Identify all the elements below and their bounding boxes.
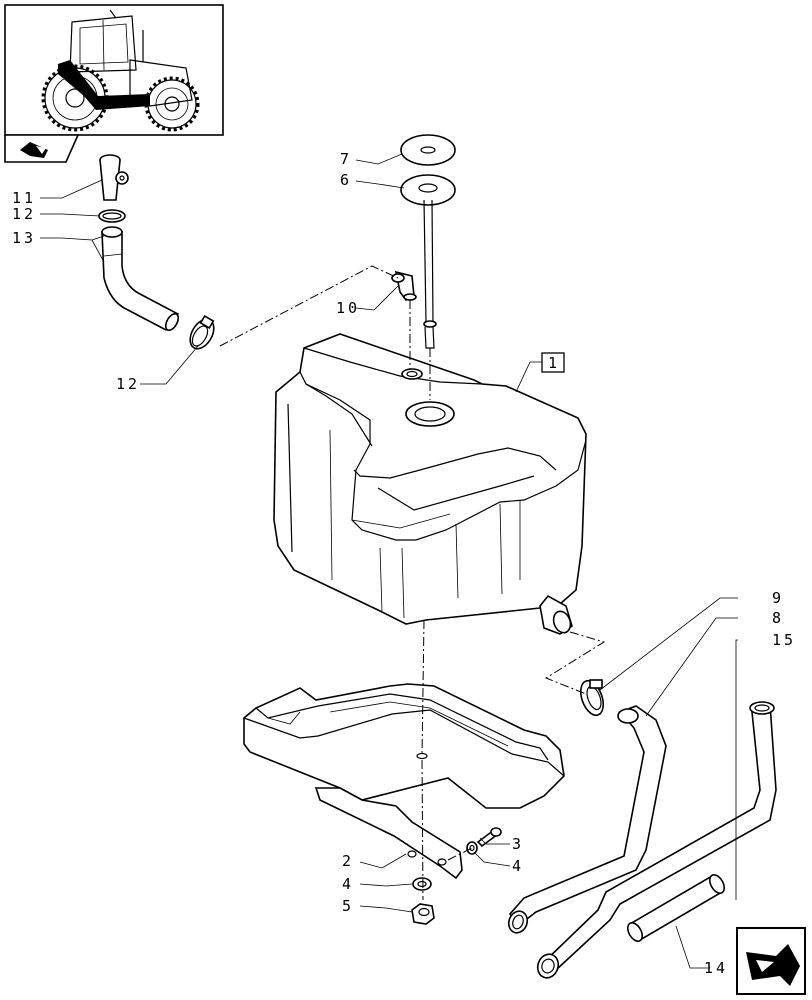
elbow-fitting-part-10 [391,270,417,302]
callout-4a: 4 [512,857,524,875]
next-page-button[interactable] [736,927,806,995]
filler-hose-part-13 [101,226,180,332]
callout-box-1 [541,352,565,373]
callout-3: 3 [512,835,524,853]
hose-clamp-part-12 [98,209,126,223]
callout-5: 5 [342,897,354,915]
tractor-locator-icon [4,4,224,136]
hose-part-14 [626,874,726,942]
callout-9: 9 [772,589,784,607]
assembly-center-lines [219,265,606,901]
nut-part-5 [411,903,435,925]
callout-14: 14 [704,959,728,977]
callout-10: 10 [336,299,360,317]
washer-part-4b [412,877,432,891]
fuel-tank-part-1 [273,333,587,635]
tray-bracket-part-2 [314,787,463,880]
callout-8: 8 [772,609,784,627]
callout-6: 6 [340,171,352,189]
callout-13: 13 [12,229,36,247]
callout-2: 2 [342,852,354,870]
washer-part-4a [466,841,478,855]
callout-12a: 12 [12,205,36,223]
cap-part-7 [400,134,456,166]
return-pipe-part-15 [536,701,777,979]
previous-page-tab[interactable] [4,134,80,163]
cap-with-dipstick-part-6 [400,174,456,349]
filler-neck-part-11 [99,154,129,201]
bolt-part-3 [476,827,502,848]
previous-page-arrow-icon [20,142,48,158]
next-page-arrow-icon [746,944,800,986]
callout-12b: 12 [116,375,140,393]
callout-11: 11 [12,189,36,207]
outlet-hose-part-8 [507,705,667,934]
tank-tray [243,683,565,809]
callout-7: 7 [340,150,352,168]
callout-15: 15 [772,631,796,649]
leader-lines [40,153,738,969]
callout-1: 1 [548,354,560,372]
hose-clamp-part-12b [189,314,215,350]
hose-clamp-part-9 [579,679,605,717]
callout-4b: 4 [342,875,354,893]
